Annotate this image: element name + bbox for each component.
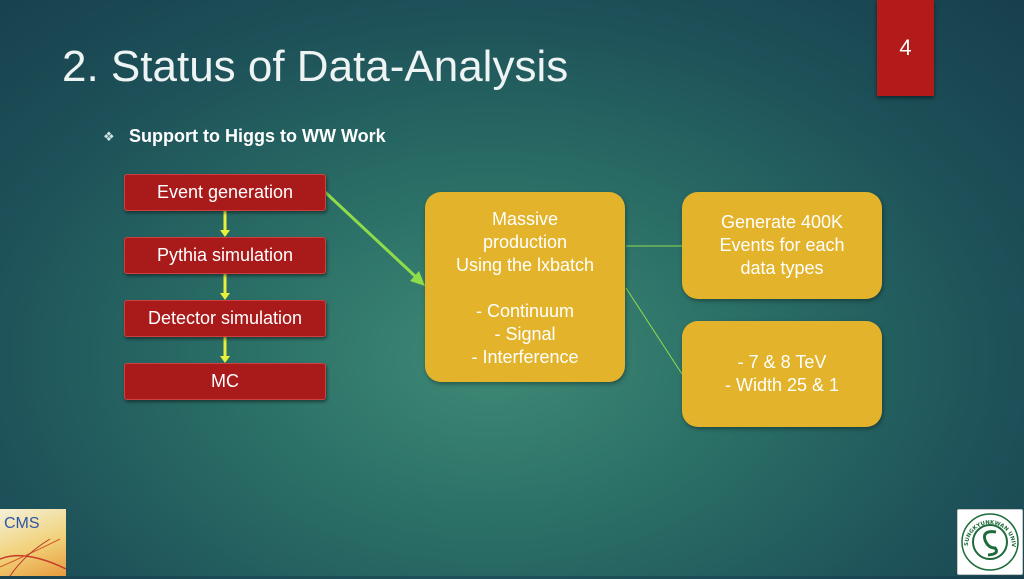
step-box-event-generation: Event generation [124, 174, 326, 211]
production-line: production [482, 232, 568, 252]
step-label: Detector simulation [147, 308, 303, 328]
cms-logo-text: CMS [4, 515, 40, 532]
step-box-mc: MC [124, 363, 326, 400]
production-box: Massive production Using the lxbatch - C… [425, 192, 625, 382]
diamond-bullet-icon: ❖ [103, 129, 115, 144]
energies-box: - 7 & 8 TeV - Width 25 & 1 [682, 321, 882, 427]
step-box-detector-simulation: Detector simulation [124, 300, 326, 337]
step-label: Pythia simulation [156, 245, 294, 265]
generate-line: Generate 400K [720, 212, 844, 232]
down-arrow-3 [220, 335, 230, 363]
section-subtitle: Support to Higgs to WW Work [129, 126, 386, 146]
diagonal-arrow [323, 190, 425, 286]
production-line: Using the lxbatch [455, 255, 595, 275]
step-label: MC [211, 371, 239, 391]
production-item: - Interference [471, 347, 579, 367]
page-number-badge: 4 [877, 0, 934, 96]
slide-title: 2. Status of Data-Analysis [62, 42, 569, 91]
production-line: Massive [491, 209, 558, 229]
down-arrow-1 [220, 209, 230, 237]
skku-logo: SUNGKYUNKWAN UNIVERSITY [955, 506, 1023, 575]
energies-line: - Width 25 & 1 [724, 375, 840, 395]
generate-line: data types [740, 258, 824, 278]
step-label: Event generation [156, 182, 294, 202]
generate-events-box: Generate 400K Events for each data types [682, 192, 882, 299]
connector-line-bottom [625, 287, 683, 375]
page-number: 4 [899, 35, 912, 60]
energies-line: - 7 & 8 TeV [737, 352, 827, 372]
production-item: - Signal [494, 324, 556, 344]
cms-logo: CMS [0, 509, 66, 576]
production-item: - Continuum [475, 301, 575, 321]
generate-line: Events for each [719, 235, 845, 255]
step-box-pythia-simulation: Pythia simulation [124, 237, 326, 274]
down-arrow-2 [220, 272, 230, 300]
